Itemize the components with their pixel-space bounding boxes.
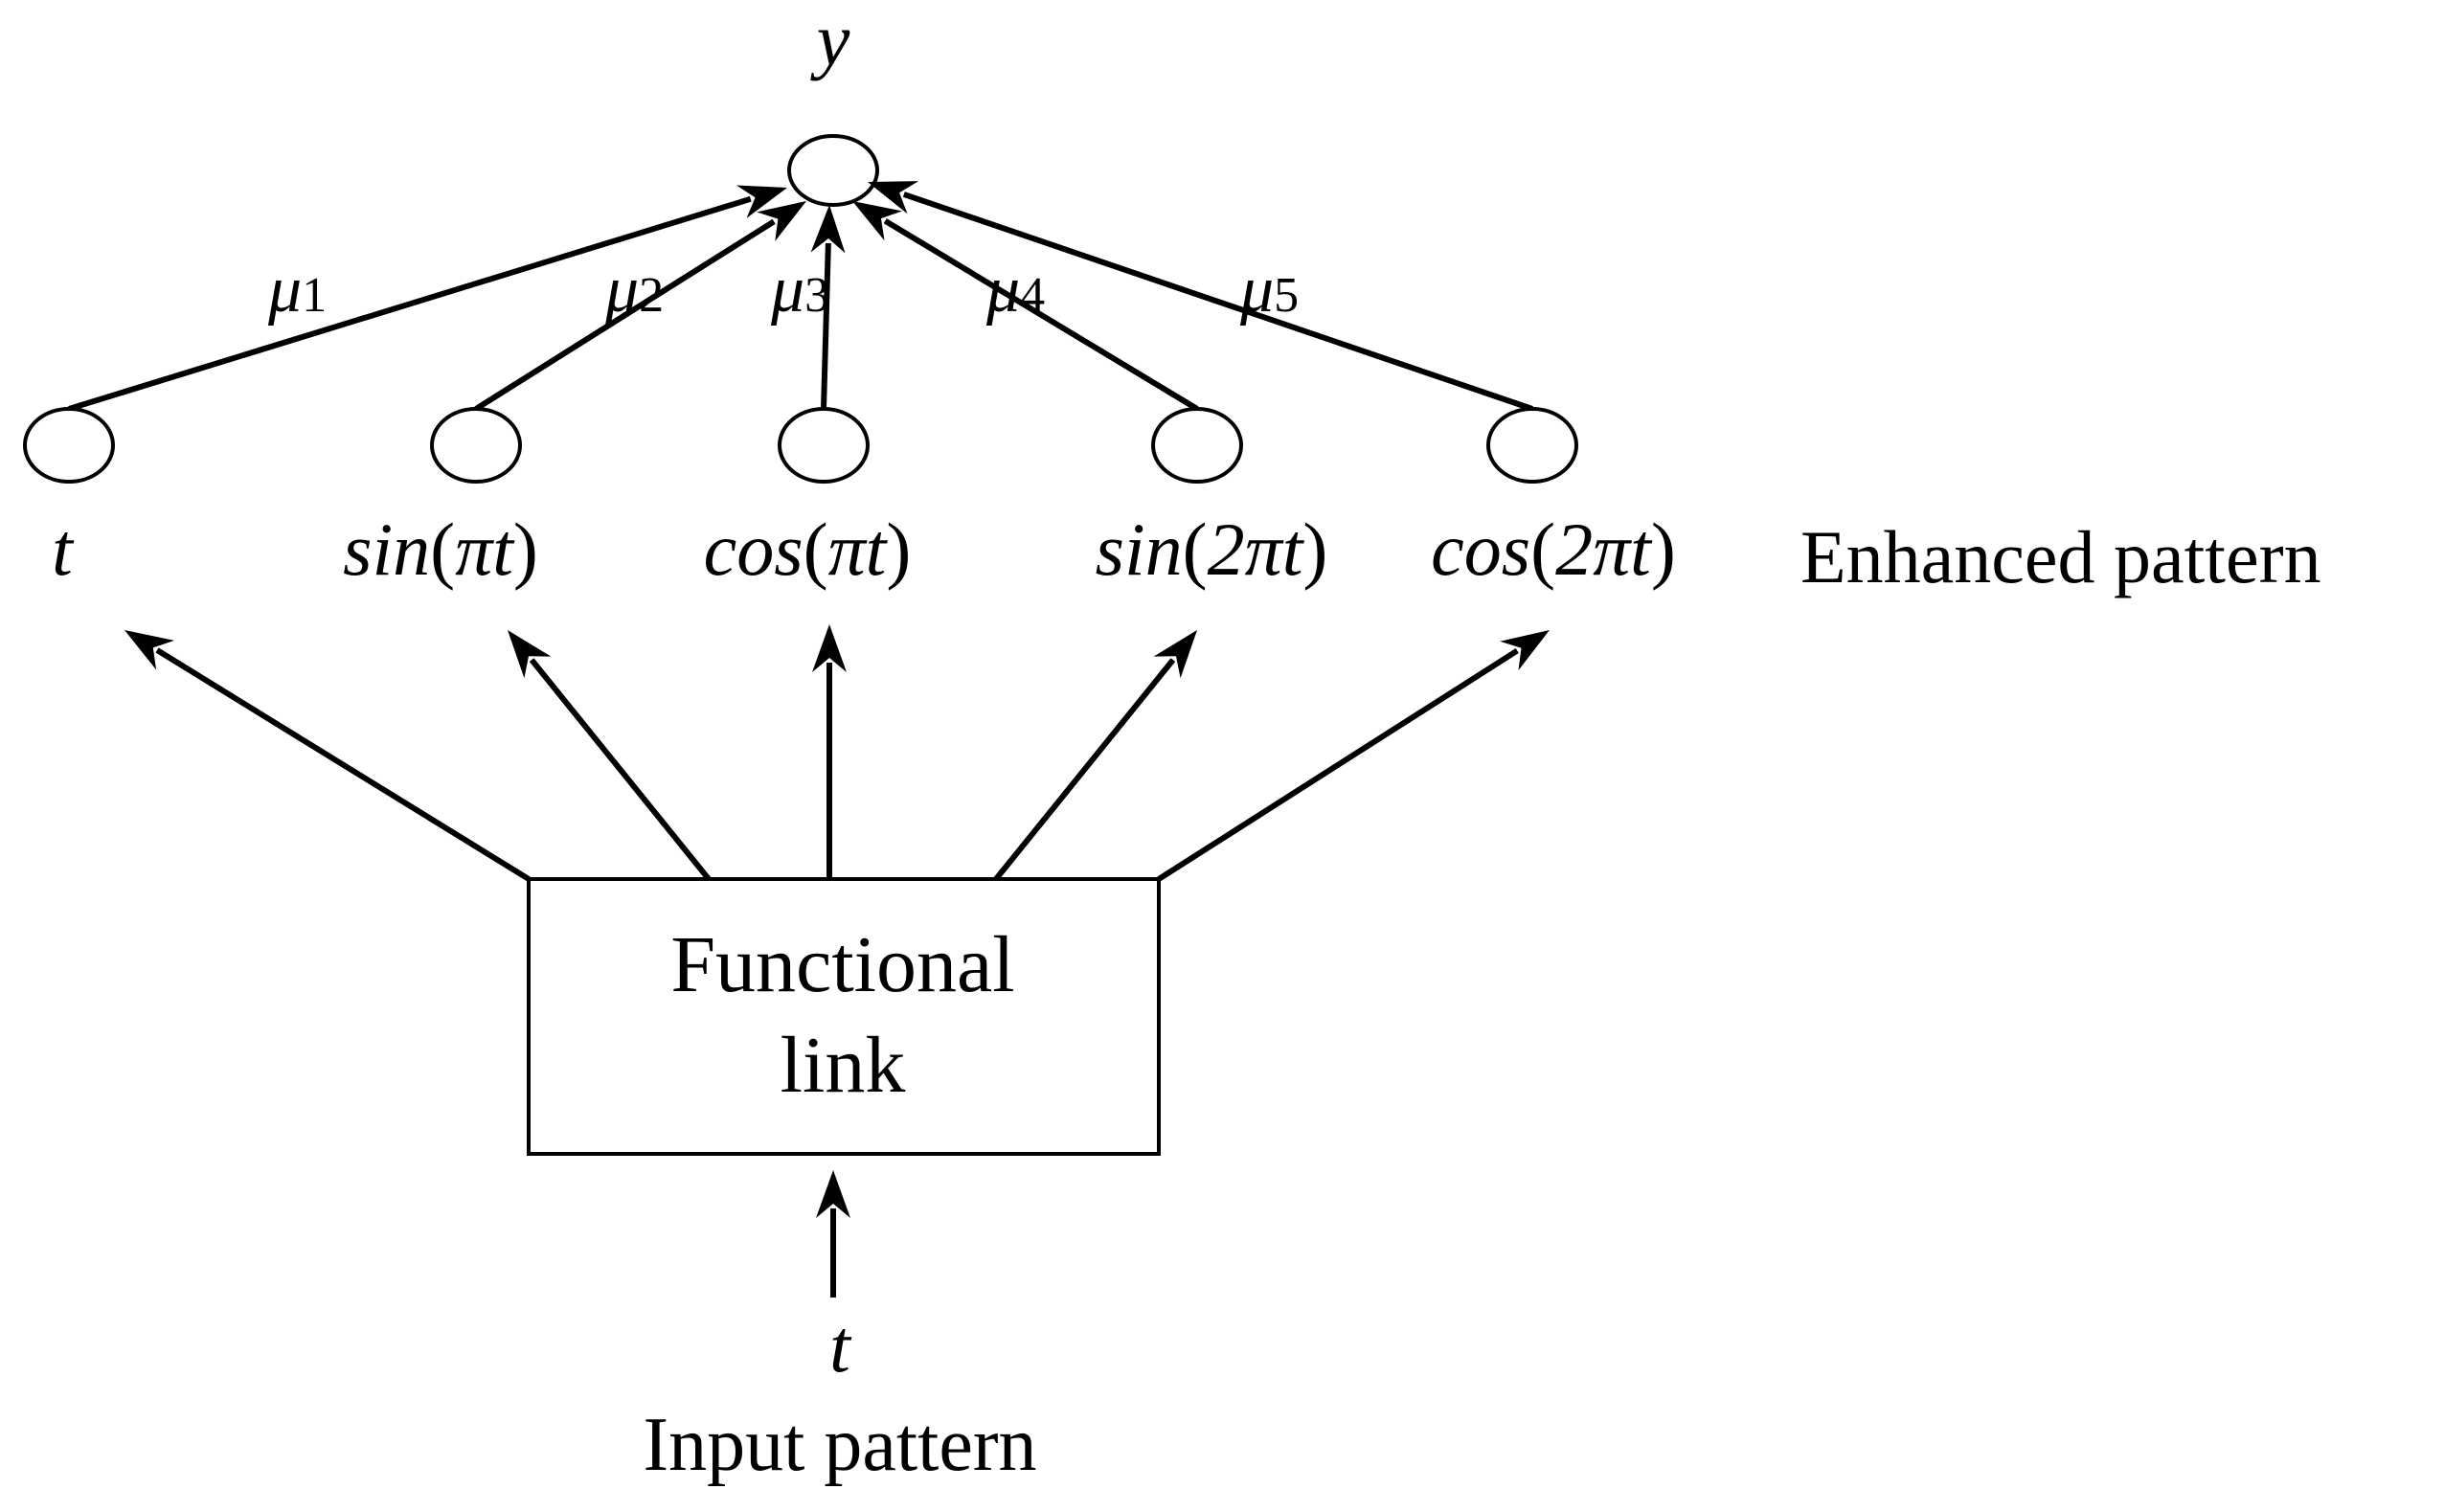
- label-fn: cos: [704, 508, 804, 591]
- label-fn: sin: [1096, 508, 1183, 591]
- label-arg: πt: [828, 508, 889, 591]
- expansion-edge-3: [812, 624, 847, 879]
- expansion-edge-1: [125, 630, 531, 882]
- weight-symbol: μ: [604, 253, 639, 327]
- input-label: t: [829, 1304, 852, 1388]
- enhanced-node-3: [778, 407, 870, 484]
- weight-label-1: μ1: [267, 253, 327, 327]
- weight-edge-3: [810, 205, 846, 410]
- weight-symbol: μ: [267, 253, 302, 327]
- enhanced-label-2: sin(πt): [343, 508, 538, 591]
- weight-index: 4: [1020, 268, 1045, 323]
- input-pattern-caption: Input pattern: [644, 1403, 1037, 1487]
- input-edge: [816, 1170, 850, 1298]
- label-arg: t: [52, 508, 75, 591]
- enhanced-label-5: cos(2πt): [1431, 508, 1676, 591]
- weight-label-4: μ4: [985, 253, 1045, 327]
- expansion-edge-4: [993, 630, 1197, 881]
- weight-index: 3: [804, 268, 829, 323]
- output-label: y: [810, 0, 850, 81]
- label-fn: cos: [1431, 508, 1530, 591]
- enhanced-node-2: [430, 407, 522, 484]
- expansion-edge-5: [1157, 630, 1550, 882]
- enhanced-pattern-label: Enhanced pattern: [1800, 515, 2321, 598]
- weight-label-5: μ5: [1239, 253, 1299, 327]
- weight-edge-5: [868, 181, 1533, 412]
- label-arg: 2πt: [1555, 508, 1653, 591]
- enhanced-node-1: [23, 407, 115, 484]
- weight-label-2: μ2: [604, 253, 664, 327]
- weight-label-3: μ3: [770, 253, 829, 327]
- weight-symbol: μ: [985, 253, 1020, 327]
- expansion-edge-2: [508, 630, 712, 881]
- weight-symbol: μ: [770, 253, 804, 327]
- weight-edge-1: [68, 185, 787, 412]
- weight-index: 1: [302, 268, 327, 323]
- weight-edge-2: [474, 201, 806, 412]
- functional-link-line1: Functional: [670, 920, 1014, 1009]
- weight-edge-4: [852, 201, 1199, 412]
- weight-symbol: μ: [1239, 253, 1274, 327]
- output-node: [787, 134, 879, 207]
- functional-link-line2: link: [781, 1021, 906, 1110]
- weight-index: 2: [639, 268, 664, 323]
- enhanced-node-4: [1151, 407, 1243, 484]
- functional-link-box: [527, 877, 1161, 1156]
- enhanced-label-1: t: [52, 508, 75, 591]
- label-arg: πt: [455, 508, 515, 591]
- label-fn: sin: [343, 508, 430, 591]
- enhanced-label-3: cos(πt): [704, 508, 912, 591]
- enhanced-label-4: sin(2πt): [1096, 508, 1328, 591]
- label-arg: 2πt: [1208, 508, 1305, 591]
- enhanced-node-5: [1486, 407, 1578, 484]
- weight-index: 5: [1274, 268, 1299, 323]
